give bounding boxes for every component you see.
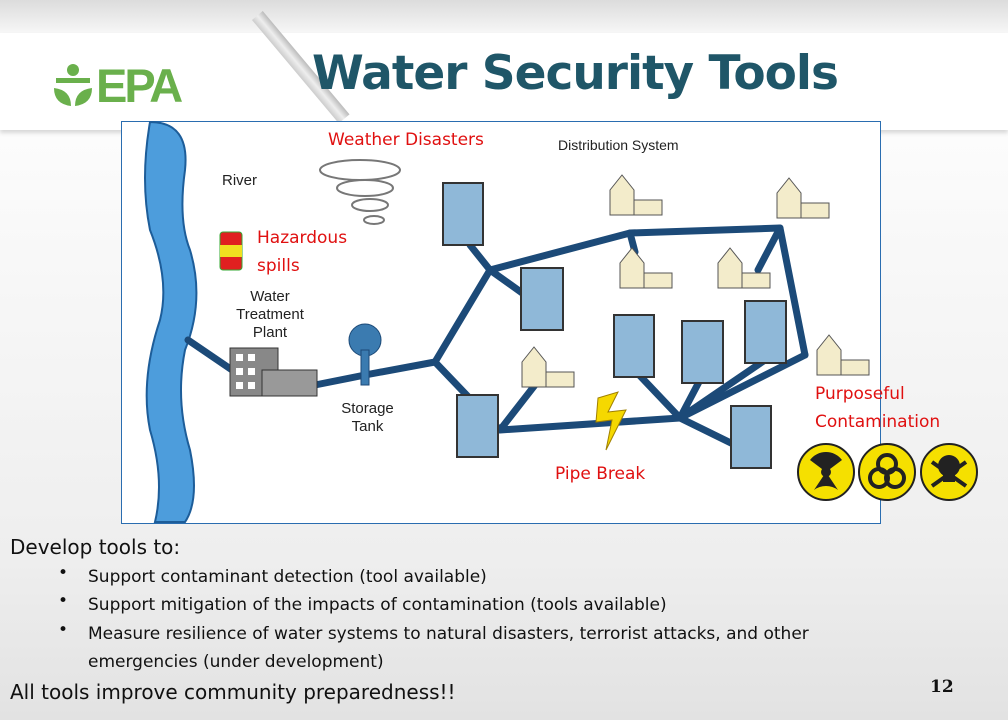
- epa-flower-icon: [54, 64, 92, 106]
- lightning-icon: [595, 391, 627, 451]
- header-band: [0, 33, 1008, 130]
- river: [144, 120, 198, 523]
- purposeful-contamination-label: Purposeful Contamination: [815, 384, 941, 432]
- river-label: River: [222, 172, 258, 189]
- distribution-label: Distribution System: [558, 137, 679, 153]
- epa-logo: EPA: [50, 60, 183, 110]
- slide-title: Water Security Tools: [311, 46, 839, 101]
- biohazard-icon: [858, 443, 916, 501]
- hazardous-spills-label: Hazardous spills: [257, 228, 348, 276]
- radiation-icon: [797, 443, 855, 501]
- tank-label: Storage Tank: [341, 400, 394, 435]
- weather-disasters-label: Weather Disasters: [328, 130, 484, 150]
- page-number: 12: [930, 677, 954, 697]
- hazard-barrel-icon: [219, 231, 243, 271]
- pipe-break-label: Pipe Break: [555, 464, 646, 484]
- skull-icon: [920, 443, 978, 501]
- tornado-icon: [319, 159, 401, 225]
- storage-tank-icon: [348, 323, 382, 386]
- plant-label: Water Treatment Plant: [236, 288, 304, 341]
- buildings: [442, 182, 787, 469]
- treatment-plant-icon: [229, 347, 318, 397]
- houses: [521, 174, 870, 388]
- intro-text: Develop tools to:: [10, 535, 181, 559]
- conclusion-text: All tools improve community preparedness…: [10, 680, 456, 704]
